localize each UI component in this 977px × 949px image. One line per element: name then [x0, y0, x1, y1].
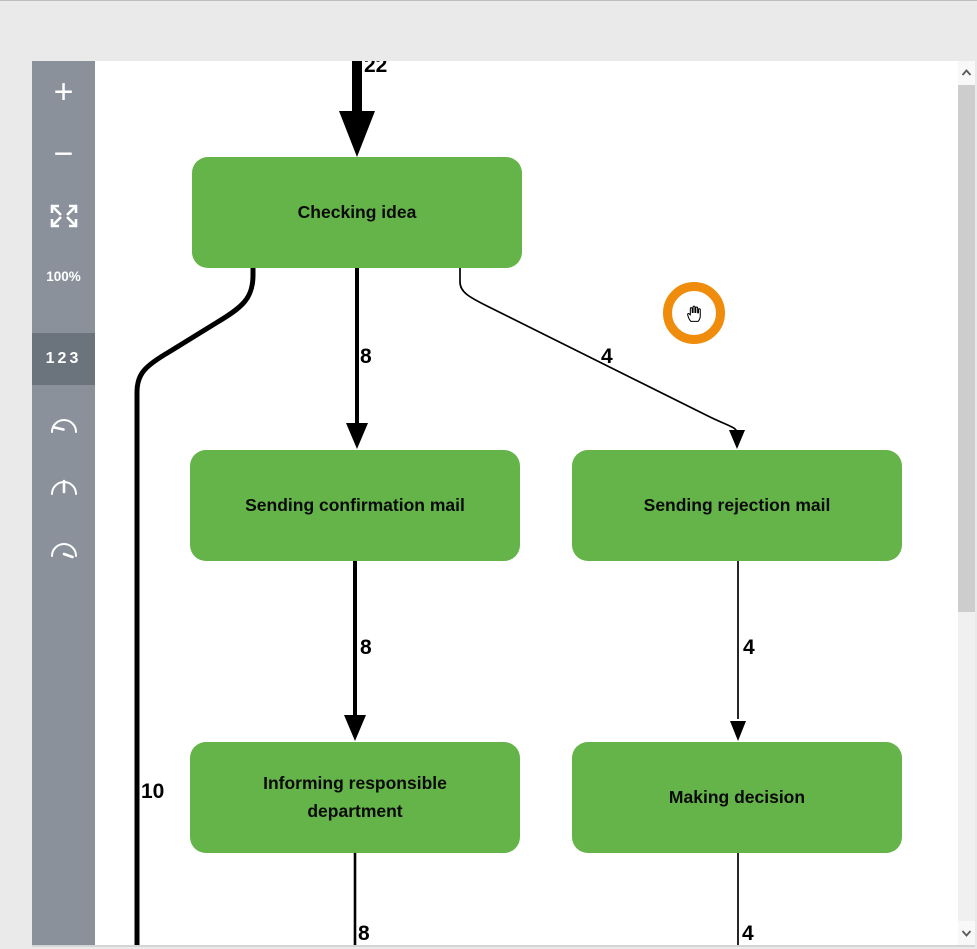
edge-label-rejection-to-making: 4: [743, 636, 755, 659]
edge-label-checking-bypass: 10: [141, 780, 165, 803]
edge-checking-to-rejection: [459, 268, 738, 434]
canvas-bottom-border: [32, 945, 975, 947]
vertical-scrollbar[interactable]: [958, 61, 975, 945]
cursor-highlight-ring: [663, 282, 725, 344]
window-top-border: [0, 0, 977, 1]
edge-label-informing-out: 8: [358, 922, 370, 945]
process-edges-layer: [134, 61, 746, 945]
grab-hand-cursor-icon: [687, 305, 701, 322]
node-making-decision[interactable]: Making decision: [572, 742, 902, 853]
arrowhead-to-informing: [344, 715, 366, 741]
node-informing-responsible-department[interactable]: Informing responsible department: [190, 742, 520, 853]
node-checking-idea[interactable]: Checking idea: [192, 157, 522, 268]
edge-label-checking-to-confirmation: 8: [360, 345, 372, 368]
node-sending-rejection-mail[interactable]: Sending rejection mail: [572, 450, 902, 561]
gauge-low-icon: [50, 418, 77, 433]
arrowhead-to-rejection: [729, 430, 745, 449]
scroll-down-button[interactable]: [958, 921, 975, 945]
gauge-mid-icon: [50, 479, 77, 495]
edge-checking-bypass: [134, 268, 256, 945]
zoom-level-indicator: 100%: [46, 268, 81, 284]
scroll-up-icon: [961, 69, 972, 76]
process-map-canvas[interactable]: Checking idea Sending confirmation mail …: [95, 61, 958, 945]
scroll-down-icon: [961, 930, 972, 937]
edge-label-making-out: 4: [742, 922, 754, 945]
viewer-toolbar: + − 100% 123: [32, 61, 95, 945]
edge-label-checking-to-rejection: 4: [601, 345, 613, 368]
arrowhead-into-checking: [339, 111, 375, 157]
node-sending-confirmation-mail[interactable]: Sending confirmation mail: [190, 450, 520, 561]
scroll-up-button[interactable]: [958, 61, 975, 85]
arrowhead-to-confirmation: [346, 423, 368, 449]
performance-high-button[interactable]: [32, 519, 95, 581]
frequency-view-button[interactable]: 123: [32, 333, 95, 385]
arrowhead-to-making: [730, 721, 746, 741]
gauge-high-icon: [50, 542, 77, 558]
fit-to-screen-button[interactable]: [32, 185, 95, 247]
zoom-out-button[interactable]: −: [53, 135, 74, 173]
scrollbar-thumb[interactable]: [958, 85, 975, 612]
edge-label-confirmation-to-informing: 8: [360, 636, 372, 659]
zoom-in-button[interactable]: +: [53, 73, 74, 111]
edge-label-into-checking: 22: [364, 61, 388, 77]
fit-screen-icon: [50, 204, 77, 228]
performance-low-button[interactable]: [32, 395, 95, 457]
performance-mid-button[interactable]: [32, 457, 95, 519]
